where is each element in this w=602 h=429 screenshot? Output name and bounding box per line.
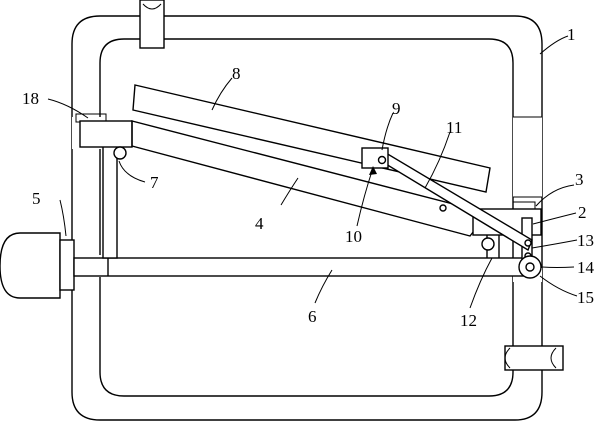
left-bracket bbox=[79, 120, 133, 148]
label-15: 15 bbox=[577, 288, 594, 307]
shaft bbox=[73, 257, 525, 277]
outlet-pipe bbox=[504, 345, 564, 371]
label-10: 10 bbox=[345, 227, 362, 246]
motor bbox=[0, 232, 75, 299]
label-5: 5 bbox=[32, 189, 41, 208]
top-inlet-pipe bbox=[139, 0, 165, 49]
left-support bbox=[102, 145, 118, 259]
leader-lines bbox=[47, 35, 578, 309]
label-4: 4 bbox=[255, 214, 264, 233]
label-14: 14 bbox=[577, 258, 595, 277]
label-6: 6 bbox=[308, 307, 317, 326]
reference-numerals: 1 2 3 4 5 6 7 8 9 10 11 12 13 14 15 18 bbox=[22, 25, 595, 330]
label-8: 8 bbox=[232, 64, 241, 83]
hinge-pin bbox=[377, 155, 387, 165]
baffle-plate bbox=[132, 84, 491, 193]
label-11: 11 bbox=[446, 118, 462, 137]
label-12: 12 bbox=[460, 311, 477, 330]
label-2: 2 bbox=[578, 203, 587, 222]
label-18: 18 bbox=[22, 89, 39, 108]
housing bbox=[71, 15, 543, 421]
label-1: 1 bbox=[567, 25, 576, 44]
eccentric-wheel bbox=[518, 255, 542, 279]
right-roller bbox=[481, 237, 495, 251]
left-roller bbox=[113, 146, 127, 160]
screen-mesh bbox=[131, 120, 490, 237]
upper-pin bbox=[524, 239, 532, 247]
arm-pin bbox=[439, 204, 447, 212]
label-13: 13 bbox=[577, 231, 594, 250]
label-9: 9 bbox=[392, 99, 401, 118]
label-3: 3 bbox=[575, 170, 584, 189]
label-7: 7 bbox=[150, 173, 159, 192]
